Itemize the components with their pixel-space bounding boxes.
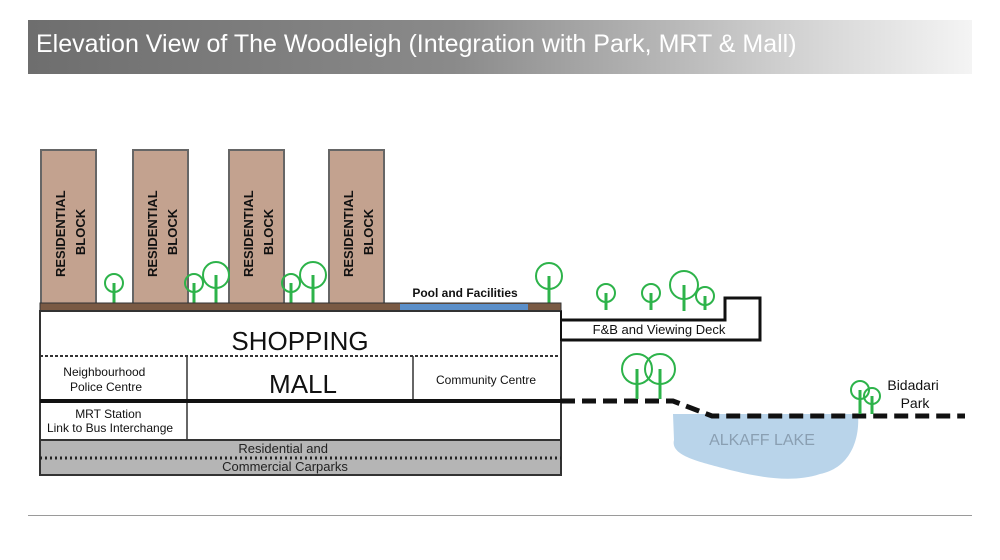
community-centre-label: Community Centre (436, 373, 536, 387)
tree-icon (596, 283, 616, 310)
mall-building (39, 310, 562, 441)
tree-icon (202, 261, 230, 303)
mall-label: MALL (269, 369, 337, 399)
tree-icon (184, 273, 204, 303)
tree-icon (621, 353, 653, 399)
tree-icon (863, 387, 881, 414)
footer-divider (28, 515, 972, 516)
police-centre-label: Neighbourhood Police Centre (63, 365, 148, 394)
residential-block-3: RESIDENTIAL BLOCK (228, 149, 285, 305)
tree-icon (850, 380, 870, 414)
pool (400, 304, 528, 310)
tree-icon (535, 262, 563, 303)
carpark-label: Residential and Commercial Carparks (222, 441, 348, 474)
mrt-station-label: MRT Station Link to Bus Interchange (47, 407, 173, 435)
residential-block-2: RESIDENTIAL BLOCK (132, 149, 189, 305)
residential-block-1: RESIDENTIAL BLOCK (40, 149, 97, 305)
tree-icon (669, 270, 699, 311)
tree-icon (644, 353, 676, 399)
tree-icon (299, 261, 327, 303)
tree-icon (695, 286, 715, 310)
title-bar: Elevation View of The Woodleigh (Integra… (28, 20, 972, 74)
park-label: Bidadari Park (887, 377, 942, 411)
alkaff-lake (673, 414, 859, 479)
svg-text:RESIDENTIAL BLOCK: RESIDENTIAL BLOCK (241, 187, 276, 277)
svg-text:RESIDENTIAL BLOCK: RESIDENTIAL BLOCK (145, 187, 180, 277)
tree-icon (281, 273, 301, 303)
page-title: Elevation View of The Woodleigh (Integra… (36, 30, 797, 58)
fnb-label: F&B and Viewing Deck (593, 322, 726, 337)
shopping-label: SHOPPING (231, 326, 368, 356)
ground-line (561, 398, 965, 419)
residential-block-4: RESIDENTIAL BLOCK (328, 149, 385, 305)
pool-label: Pool and Facilities (412, 286, 518, 300)
tree-icon (104, 273, 124, 303)
lake-label: ALKAFF LAKE (709, 432, 815, 449)
tree-icon (641, 283, 661, 310)
viewing-deck (561, 296, 762, 342)
svg-text:RESIDENTIAL BLOCK: RESIDENTIAL BLOCK (53, 187, 88, 277)
svg-text:RESIDENTIAL BLOCK: RESIDENTIAL BLOCK (341, 187, 376, 277)
